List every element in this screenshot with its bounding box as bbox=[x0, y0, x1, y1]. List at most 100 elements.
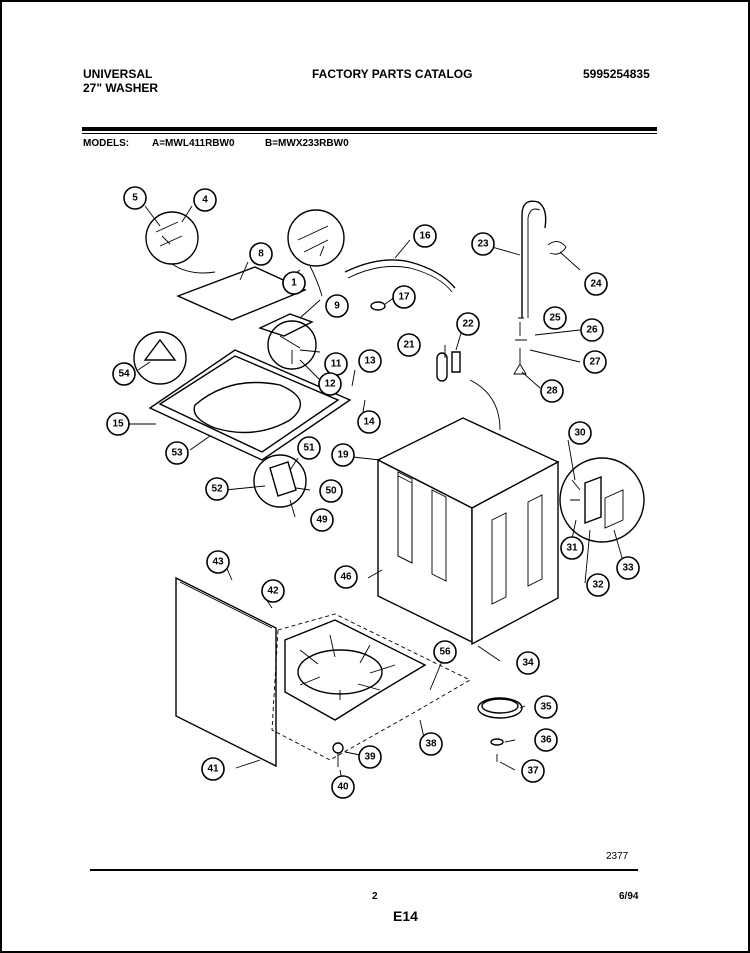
svg-text:49: 49 bbox=[316, 515, 328, 526]
callout-33: 33 bbox=[616, 556, 640, 580]
svg-text:40: 40 bbox=[337, 782, 349, 793]
header-rule-thin bbox=[82, 133, 657, 134]
svg-text:43: 43 bbox=[212, 557, 224, 568]
callout-38: 38 bbox=[419, 732, 443, 756]
callout-22: 22 bbox=[456, 312, 480, 336]
svg-text:13: 13 bbox=[364, 356, 376, 367]
svg-text:12: 12 bbox=[324, 379, 336, 390]
svg-text:51: 51 bbox=[303, 443, 315, 454]
callout-46: 46 bbox=[334, 565, 358, 589]
header-rule-thick bbox=[82, 127, 657, 131]
svg-text:50: 50 bbox=[325, 486, 337, 497]
callout-35: 35 bbox=[534, 695, 558, 719]
svg-text:14: 14 bbox=[363, 417, 375, 428]
svg-text:33: 33 bbox=[622, 563, 634, 574]
callout-28: 28 bbox=[540, 379, 564, 403]
page-number: 2 bbox=[372, 891, 378, 902]
callout-27: 27 bbox=[583, 350, 607, 374]
svg-text:52: 52 bbox=[211, 484, 223, 495]
callout-53: 53 bbox=[165, 441, 189, 465]
callout-15: 15 bbox=[106, 412, 130, 436]
svg-text:54: 54 bbox=[118, 369, 130, 380]
footer-rule bbox=[90, 869, 638, 871]
callout-12: 12 bbox=[318, 372, 342, 396]
svg-text:53: 53 bbox=[171, 448, 183, 459]
callout-56: 56 bbox=[433, 640, 457, 664]
model-a: A=MWL411RBW0 bbox=[152, 138, 235, 149]
callout-17: 17 bbox=[392, 285, 416, 309]
callout-8: 8 bbox=[249, 242, 273, 266]
bracket-detail-part bbox=[253, 454, 307, 508]
callout-21: 21 bbox=[397, 333, 421, 357]
callout-24: 24 bbox=[584, 272, 608, 296]
svg-text:32: 32 bbox=[592, 580, 604, 591]
svg-text:27: 27 bbox=[589, 357, 601, 368]
section-code: E14 bbox=[393, 908, 418, 924]
callout-43: 43 bbox=[206, 550, 230, 574]
svg-text:5: 5 bbox=[132, 193, 138, 204]
svg-text:9: 9 bbox=[334, 301, 340, 312]
callout-25: 25 bbox=[543, 306, 567, 330]
svg-text:25: 25 bbox=[549, 313, 561, 324]
callout-36: 36 bbox=[534, 728, 558, 752]
callout-26: 26 bbox=[580, 318, 604, 342]
base-part bbox=[271, 613, 471, 767]
svg-text:46: 46 bbox=[340, 572, 352, 583]
brand-name: UNIVERSAL bbox=[83, 67, 153, 81]
callout-labels: 1 4 5 8 9 11 12 13 14 15 16 17 19 21 22 … bbox=[106, 186, 640, 799]
callout-50: 50 bbox=[319, 479, 343, 503]
callout-19: 19 bbox=[331, 443, 355, 467]
svg-text:35: 35 bbox=[540, 702, 552, 713]
callout-9: 9 bbox=[325, 294, 349, 318]
callout-39: 39 bbox=[358, 745, 382, 769]
callout-32: 32 bbox=[586, 573, 610, 597]
svg-text:36: 36 bbox=[540, 735, 552, 746]
front-panel-part bbox=[175, 576, 277, 768]
svg-text:38: 38 bbox=[425, 739, 437, 750]
svg-text:39: 39 bbox=[364, 752, 376, 763]
catalog-title: FACTORY PARTS CATALOG bbox=[312, 67, 473, 81]
callout-14: 14 bbox=[357, 410, 381, 434]
svg-text:37: 37 bbox=[527, 766, 539, 777]
svg-text:28: 28 bbox=[546, 386, 558, 397]
callout-23: 23 bbox=[471, 232, 495, 256]
callout-49: 49 bbox=[310, 508, 334, 532]
svg-text:16: 16 bbox=[419, 231, 431, 242]
callout-42: 42 bbox=[261, 579, 285, 603]
svg-text:17: 17 bbox=[398, 292, 410, 303]
cabinet-part bbox=[376, 379, 560, 646]
product-name: 27" WASHER bbox=[83, 81, 159, 95]
svg-text:1: 1 bbox=[291, 278, 297, 289]
svg-text:41: 41 bbox=[207, 764, 219, 775]
svg-text:15: 15 bbox=[112, 419, 124, 430]
svg-text:22: 22 bbox=[462, 319, 474, 330]
callout-16: 16 bbox=[413, 224, 437, 248]
callout-31: 31 bbox=[560, 536, 584, 560]
svg-text:21: 21 bbox=[403, 340, 415, 351]
callout-11: 11 bbox=[324, 352, 348, 376]
callout-40: 40 bbox=[331, 775, 355, 799]
revision-date: 6/94 bbox=[619, 891, 639, 902]
catalog-number: 5995254835 bbox=[583, 67, 650, 81]
svg-text:19: 19 bbox=[337, 450, 349, 461]
figure-code: 2377 bbox=[606, 851, 629, 862]
svg-text:42: 42 bbox=[267, 586, 279, 597]
callout-1: 1 bbox=[282, 271, 306, 295]
callout-4: 4 bbox=[193, 188, 217, 212]
callout-37: 37 bbox=[521, 759, 545, 783]
model-b: B=MWX233RBW0 bbox=[265, 138, 349, 149]
svg-text:24: 24 bbox=[590, 279, 602, 290]
callout-41: 41 bbox=[201, 757, 225, 781]
svg-text:11: 11 bbox=[331, 359, 342, 370]
callout-13: 13 bbox=[358, 349, 382, 373]
callout-52: 52 bbox=[205, 477, 229, 501]
tub-top-part bbox=[133, 331, 352, 461]
control-detail-part bbox=[559, 457, 645, 543]
callout-51: 51 bbox=[297, 436, 321, 460]
svg-text:31: 31 bbox=[566, 543, 578, 554]
top-cover-part bbox=[145, 209, 345, 370]
callout-34: 34 bbox=[516, 651, 540, 675]
hose-and-fittings bbox=[344, 259, 461, 382]
